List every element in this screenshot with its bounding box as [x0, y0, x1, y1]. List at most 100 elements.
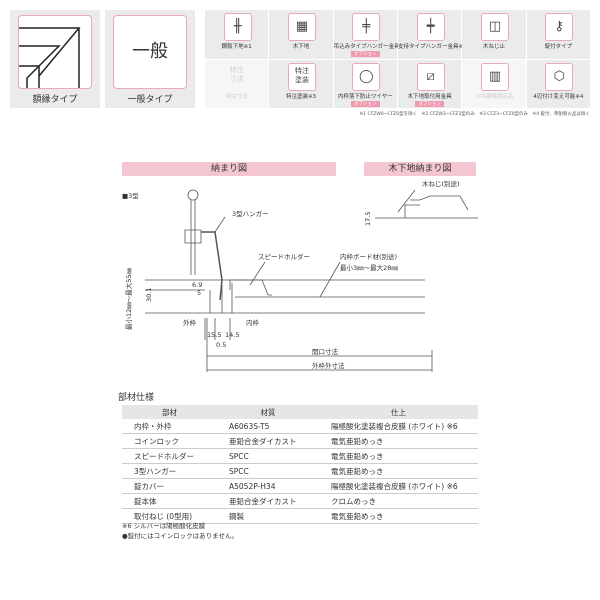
feature-label: 特注寸法 [225, 93, 248, 100]
installation-diagram: ■3型 3型ハンガー スピードホルダー 内枠ボード材(別途) 最小3㎜～最大28… [122, 179, 478, 372]
feature-cell: ╫ 鋼製下地※1 [205, 10, 269, 59]
table-cell: 電気亜鉛めっき [319, 448, 478, 464]
note: ●錠付にはコインロックはありません。 [122, 532, 238, 540]
table-cell: 取付ねじ (0型用) [122, 508, 217, 524]
feature-cell: ◯ 内枠落下防止ワイヤーオプション [333, 59, 397, 108]
table-cell: 3型ハンガー [122, 463, 217, 479]
dim-6-9: 6.9 [192, 281, 202, 289]
header-material: 材質 [217, 405, 319, 419]
feature-label: 吊込みタイプハンガー金具 [333, 44, 400, 50]
type-frame: 額縁タイプ [10, 10, 100, 108]
feature-grid: ╫鋼製下地※1▦木下地╪吊込みタイプハンガー金具オプション┿支持タイプハンガー金… [205, 10, 590, 108]
feature-cell: ▦ 木下地 [269, 10, 333, 59]
bracket-icon: ⧄ [416, 62, 445, 91]
option-tag: オプション [415, 100, 444, 107]
dim-14-5: 14.5 [225, 331, 239, 339]
dim-0-5: 0.5 [216, 341, 226, 349]
table-row: 取付ねじ (0型用)鋼製電気亜鉛めっき [122, 508, 478, 524]
header-part: 部材 [122, 405, 217, 419]
table-cell: 亜鉛合金ダイカスト [217, 493, 319, 509]
feature-icon: 特注 塗装 [287, 62, 316, 91]
feature-cell: ┿ 支持タイプハンガー金具※2 [397, 10, 467, 59]
opening-dim-label: 開口寸法 [312, 347, 339, 356]
feature-label: 錠付タイプ [544, 44, 573, 50]
wood-diagram-title: 木下地納まり図 [364, 162, 476, 176]
support-hanger-icon: ┿ [416, 13, 445, 41]
table-cell: SPCC [217, 448, 319, 464]
table-cell: 内枠・外枠 [122, 419, 217, 434]
option-tag: オプション [351, 100, 380, 107]
table-cell: スピードホルダー [122, 448, 217, 464]
inner-frame-label: 内枠 [246, 318, 260, 327]
feature-cell: ⬡ 4辺付け変え可能※4 [526, 59, 590, 108]
holder-label: スピードホルダー [258, 252, 310, 261]
feature-cell: ╪ 吊込みタイプハンガー金具オプション [333, 10, 400, 59]
table-cell: 電気亜鉛めっき [319, 433, 478, 449]
dim-15-5: 15.5 [207, 331, 221, 339]
thickness-label: 最小12㎜～最大55㎜ [124, 267, 133, 330]
outer-dim-label: 外枠外寸法 [312, 361, 345, 370]
feature-label: 4辺付け変え可能※4 [533, 93, 584, 100]
type-label: 額縁タイプ [32, 95, 78, 105]
table-cell: 陽極酸化塗装複合皮膜 (ホワイト) ※6 [319, 478, 478, 494]
hanger-icon: ╪ [352, 13, 381, 41]
table-cell: 鋼製 [217, 508, 319, 524]
board-range-label: 最小3㎜～最大28㎜ [340, 263, 398, 272]
frame-corner-icon [19, 27, 81, 88]
frame-type-image [18, 15, 92, 89]
board-label: 内枠ボード材(別途) [340, 252, 397, 261]
hanger-label: 3型ハンガー [232, 209, 269, 218]
key-icon: ⚷ [545, 13, 574, 41]
feature-label: 公共建築認定品 [474, 93, 514, 100]
building-icon: ▥ [480, 62, 509, 91]
wire-icon: ◯ [352, 62, 381, 91]
footnote: ※1 CFZW0~CFZ0型を除く ※2 CFZW3~CFZ3型のみ ※3 CF… [359, 112, 590, 117]
table-cell: 陽極酸化塗装複合皮膜 (ホワイト) ※6 [319, 419, 478, 434]
feature-cell: ▥ 公共建築認定品 [462, 59, 526, 108]
table-cell: A5052P-H34 [217, 478, 319, 494]
table-cell: クロムめっき [319, 493, 478, 509]
feature-label: 内枠落下防止ワイヤー [337, 93, 393, 100]
box-icon: ⬡ [545, 62, 574, 91]
feature-cell: ◫ 木ねじ止 [462, 10, 526, 59]
table-row: 錠本体亜鉛合金ダイカストクロムめっき [122, 493, 478, 509]
dim-5: 5 [197, 289, 201, 297]
table-cell: 電気亜鉛めっき [319, 463, 478, 479]
feature-cell: 特注 塗装特注塗装※3 [269, 59, 333, 108]
feature-label: 支持タイプハンガー金具※2 [397, 44, 467, 50]
type-label: 一般タイプ [127, 95, 173, 105]
feature-label: 木下地取付用金具 [407, 93, 452, 100]
table-row: コインロック亜鉛合金ダイカスト電気亜鉛めっき [122, 433, 478, 449]
dim-30-1: 30.1 [145, 288, 153, 302]
general-type-image: 一般 [113, 15, 187, 89]
feature-label: 木下地 [292, 44, 310, 50]
table-cell: 錠カバー [122, 478, 217, 494]
steel-frame-icon: ╫ [223, 13, 252, 41]
feature-cell: ⚷ 錠付タイプ [526, 10, 590, 59]
table-cell: SPCC [217, 463, 319, 479]
table-cell: コインロック [122, 433, 217, 449]
outer-frame-label: 外枠 [183, 318, 197, 327]
feature-label: 特注塗装※3 [285, 93, 317, 100]
wood-screw-icon: ◫ [480, 13, 509, 41]
type-label: ■3型 [122, 191, 139, 200]
table-cell: A6063S-T5 [217, 419, 319, 434]
note: ※6 シルバーは陽極酸化皮膜 [122, 522, 206, 530]
feature-cell: 特注 寸法特注寸法 [205, 59, 269, 108]
feature-label: 鋼製下地※1 [221, 44, 252, 50]
option-tag: オプション [351, 51, 380, 57]
dim-17-5: 17.5 [364, 212, 372, 226]
diagram-title: 納まり図 [122, 162, 336, 176]
screw-label: 木ねじ(別途) [422, 179, 460, 188]
type-general: 一般 一般タイプ [105, 10, 195, 108]
spec-title: 部材仕様 [118, 393, 155, 403]
wood-frame-icon: ▦ [287, 13, 316, 41]
feature-label: 木ねじ止 [482, 44, 505, 50]
table-cell: 錠本体 [122, 493, 217, 509]
table-cell: 亜鉛合金ダイカスト [217, 433, 319, 449]
